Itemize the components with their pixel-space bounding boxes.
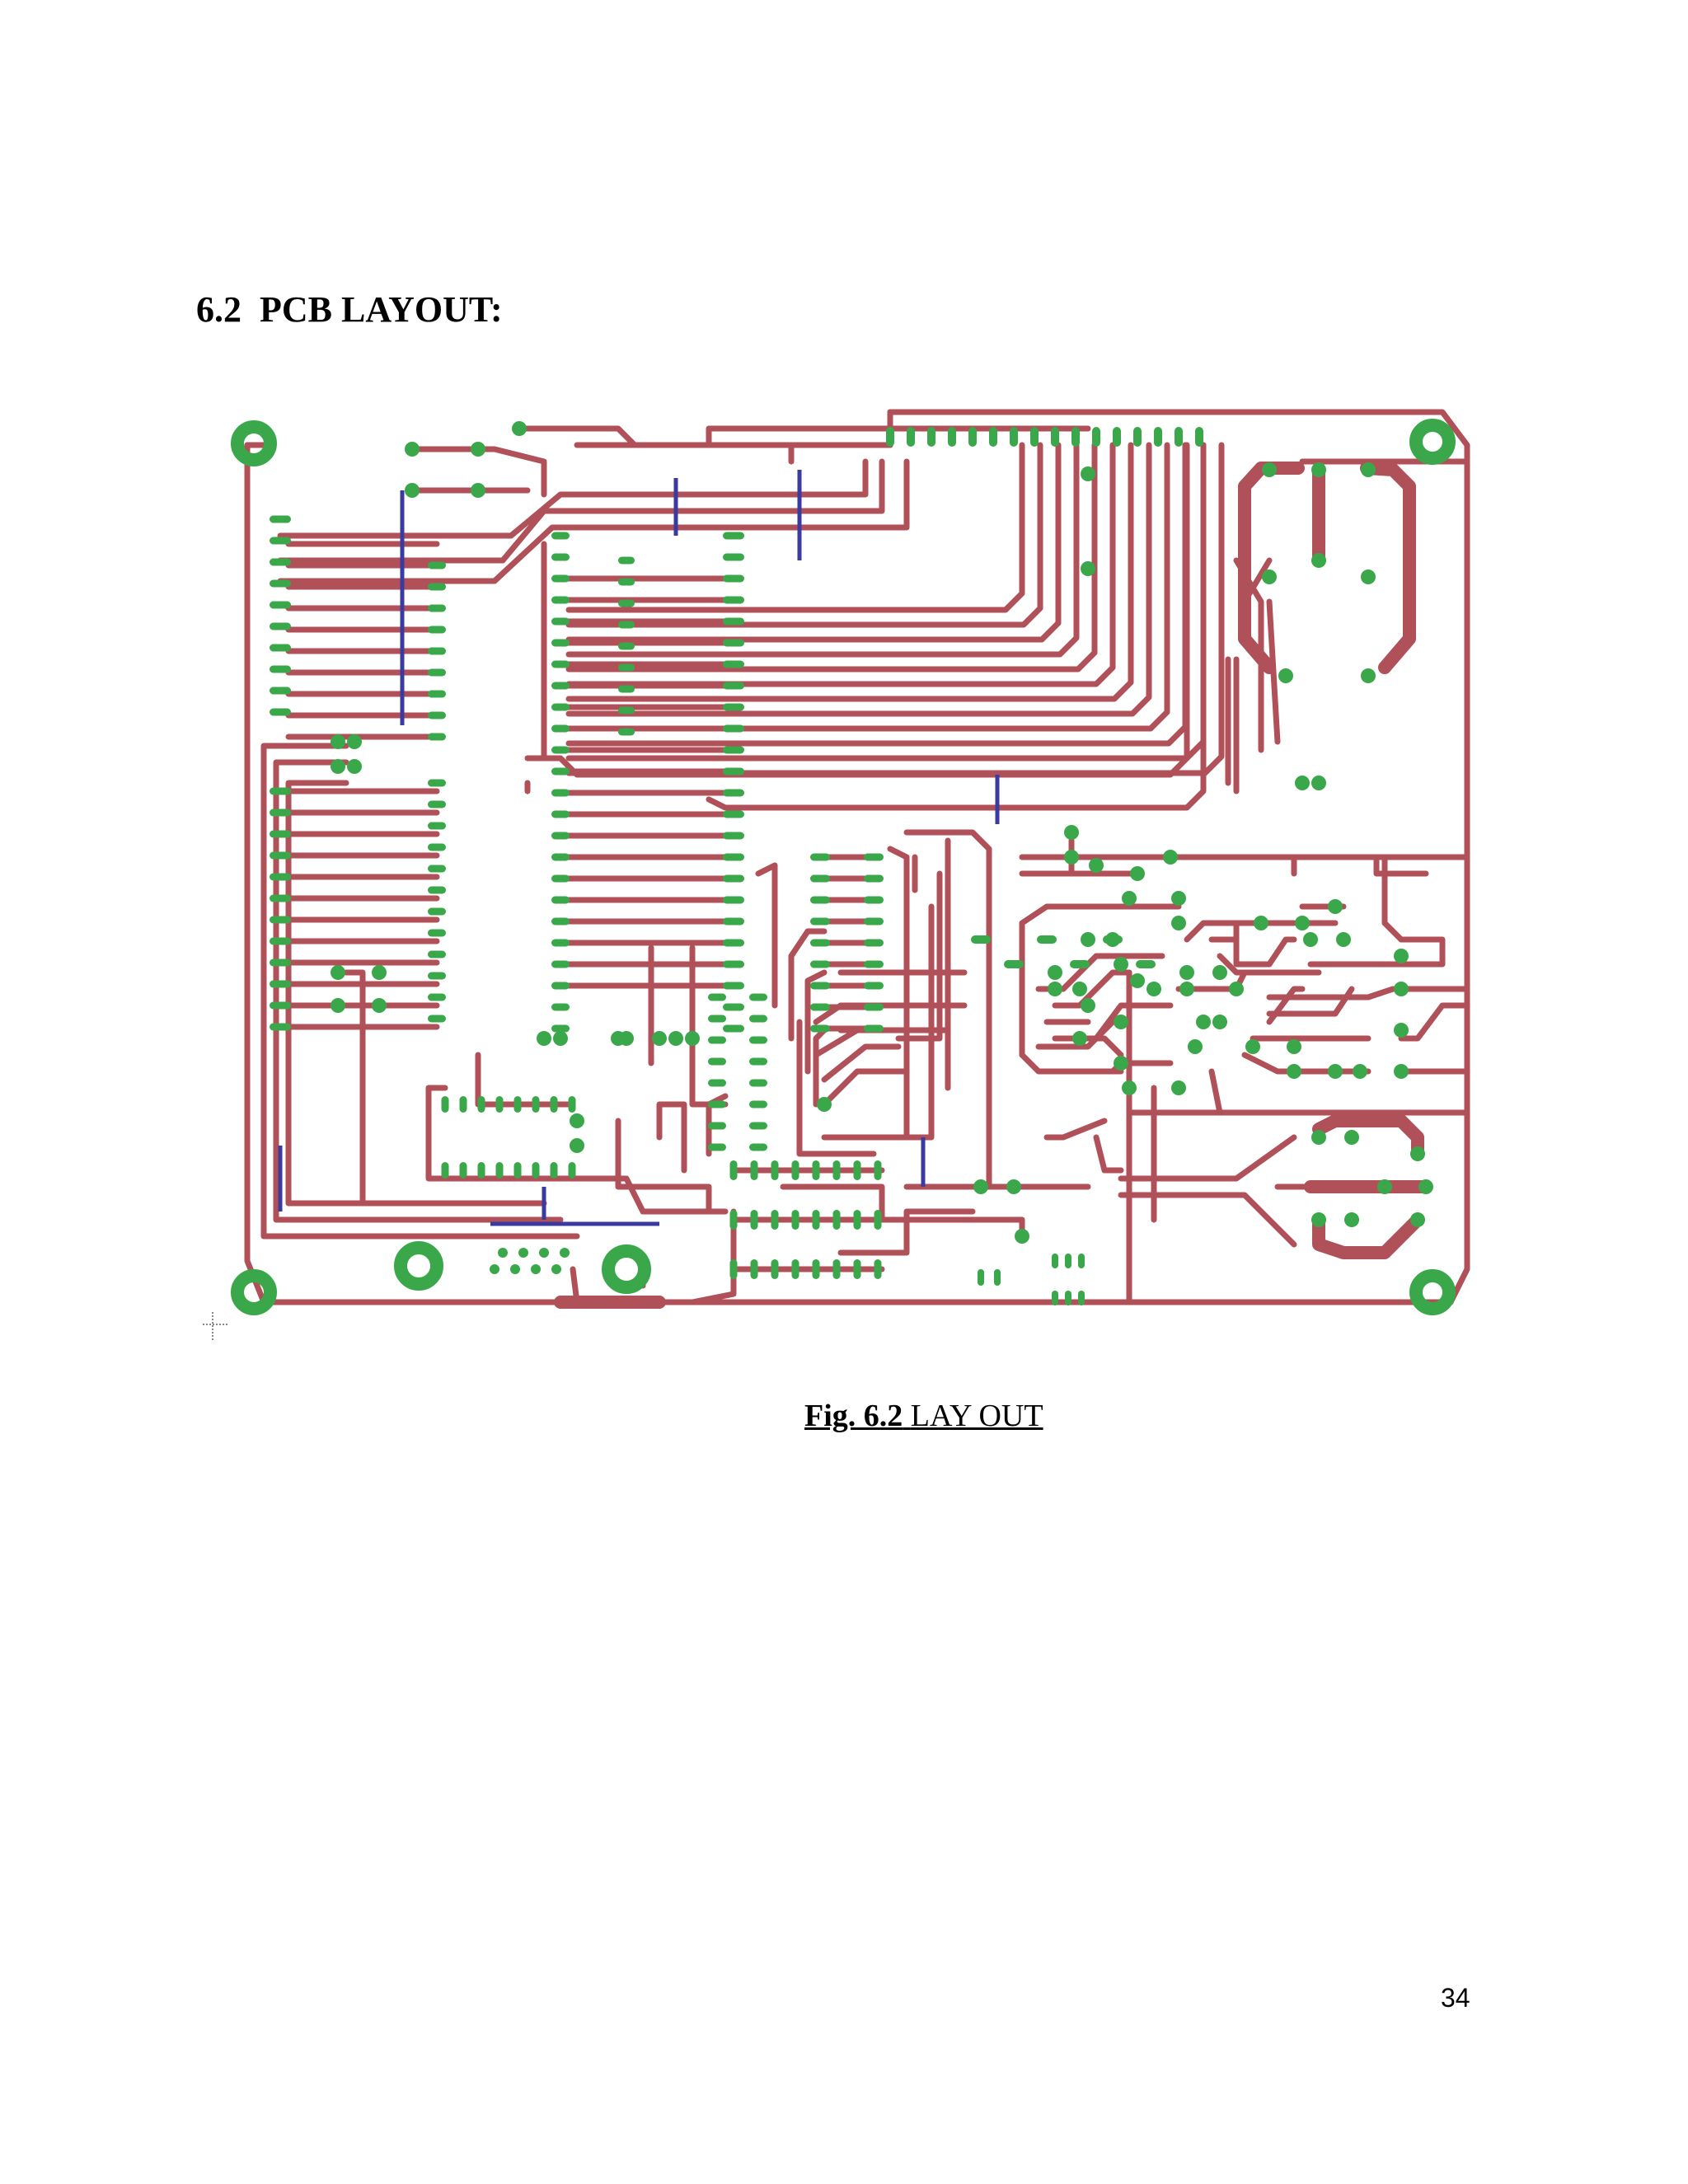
- figure-caption-text: LAY OUT: [910, 1399, 1043, 1433]
- figure-caption-label: Fig. 6.2: [804, 1399, 903, 1433]
- pcb-layout-drawing: [203, 409, 1470, 1341]
- figure-caption: Fig. 6.2 LAY OUT: [804, 1398, 1043, 1434]
- pcb-layout-figure: [198, 396, 1484, 1368]
- section-heading: 6.2 PCB LAYOUT:: [196, 289, 503, 330]
- page-number: 34: [1441, 1983, 1470, 2013]
